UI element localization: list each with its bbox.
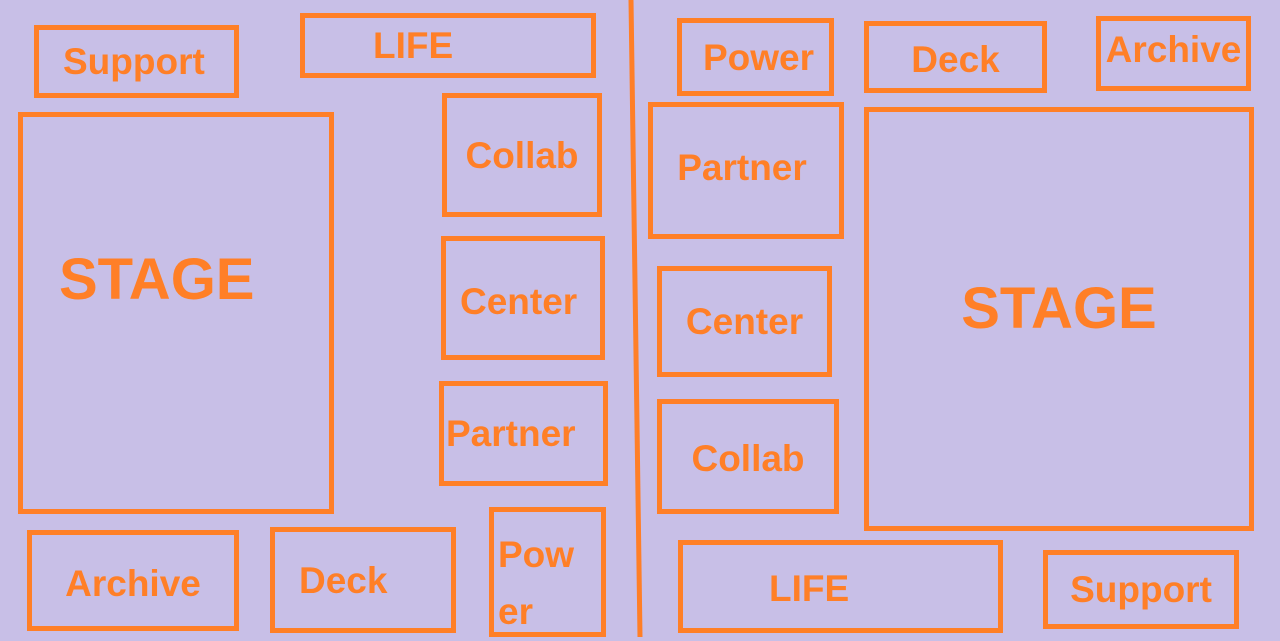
left-power-label-line1: Pow — [498, 534, 575, 575]
left-power-label-line2: er — [498, 591, 533, 633]
left-life-zone[interactable]: LIFE — [300, 13, 596, 78]
right-stage-label: STAGE — [961, 276, 1157, 341]
right-support-zone[interactable]: Support — [1043, 550, 1239, 629]
left-life-label: LIFE — [373, 25, 454, 66]
right-power-label: Power — [702, 36, 815, 78]
right-stage-zone[interactable]: STAGE — [864, 107, 1254, 531]
left-archive-zone[interactable]: Archive — [27, 530, 239, 631]
right-life-label: LIFE — [769, 568, 850, 609]
left-stage-label: STAGE — [59, 247, 255, 312]
right-center-zone[interactable]: Center — [657, 266, 832, 377]
right-power-zone[interactable]: Power — [677, 18, 834, 96]
left-center-label: Center — [460, 280, 578, 322]
right-collab-label: Collab — [691, 438, 805, 479]
left-partner-label: Partner — [446, 413, 576, 454]
right-deck-label: Deck — [911, 38, 1000, 80]
right-partner-label: Partner — [677, 147, 807, 188]
right-archive-zone[interactable]: Archive — [1096, 16, 1251, 91]
right-life-zone[interactable]: LIFE — [678, 540, 1003, 633]
left-deck-zone[interactable]: Deck — [270, 527, 456, 633]
left-power-zone[interactable]: Pow er — [489, 507, 606, 637]
right-archive-label: Archive — [1105, 29, 1242, 70]
left-stage-zone[interactable]: STAGE — [18, 112, 334, 514]
left-support-zone[interactable]: Support — [34, 25, 239, 98]
right-collab-zone[interactable]: Collab — [657, 399, 839, 514]
left-center-zone[interactable]: Center — [441, 236, 605, 360]
left-support-label: Support — [63, 41, 205, 82]
right-center-label: Center — [685, 301, 804, 342]
right-deck-zone[interactable]: Deck — [864, 21, 1047, 93]
right-partner-zone[interactable]: Partner — [648, 102, 844, 239]
left-archive-label: Archive — [65, 563, 201, 604]
left-collab-zone[interactable]: Collab — [442, 93, 602, 217]
right-support-label: Support — [1070, 569, 1212, 610]
left-partner-zone[interactable]: Partner — [439, 381, 608, 486]
left-deck-label: Deck — [299, 559, 388, 601]
left-collab-label: Collab — [465, 134, 579, 176]
